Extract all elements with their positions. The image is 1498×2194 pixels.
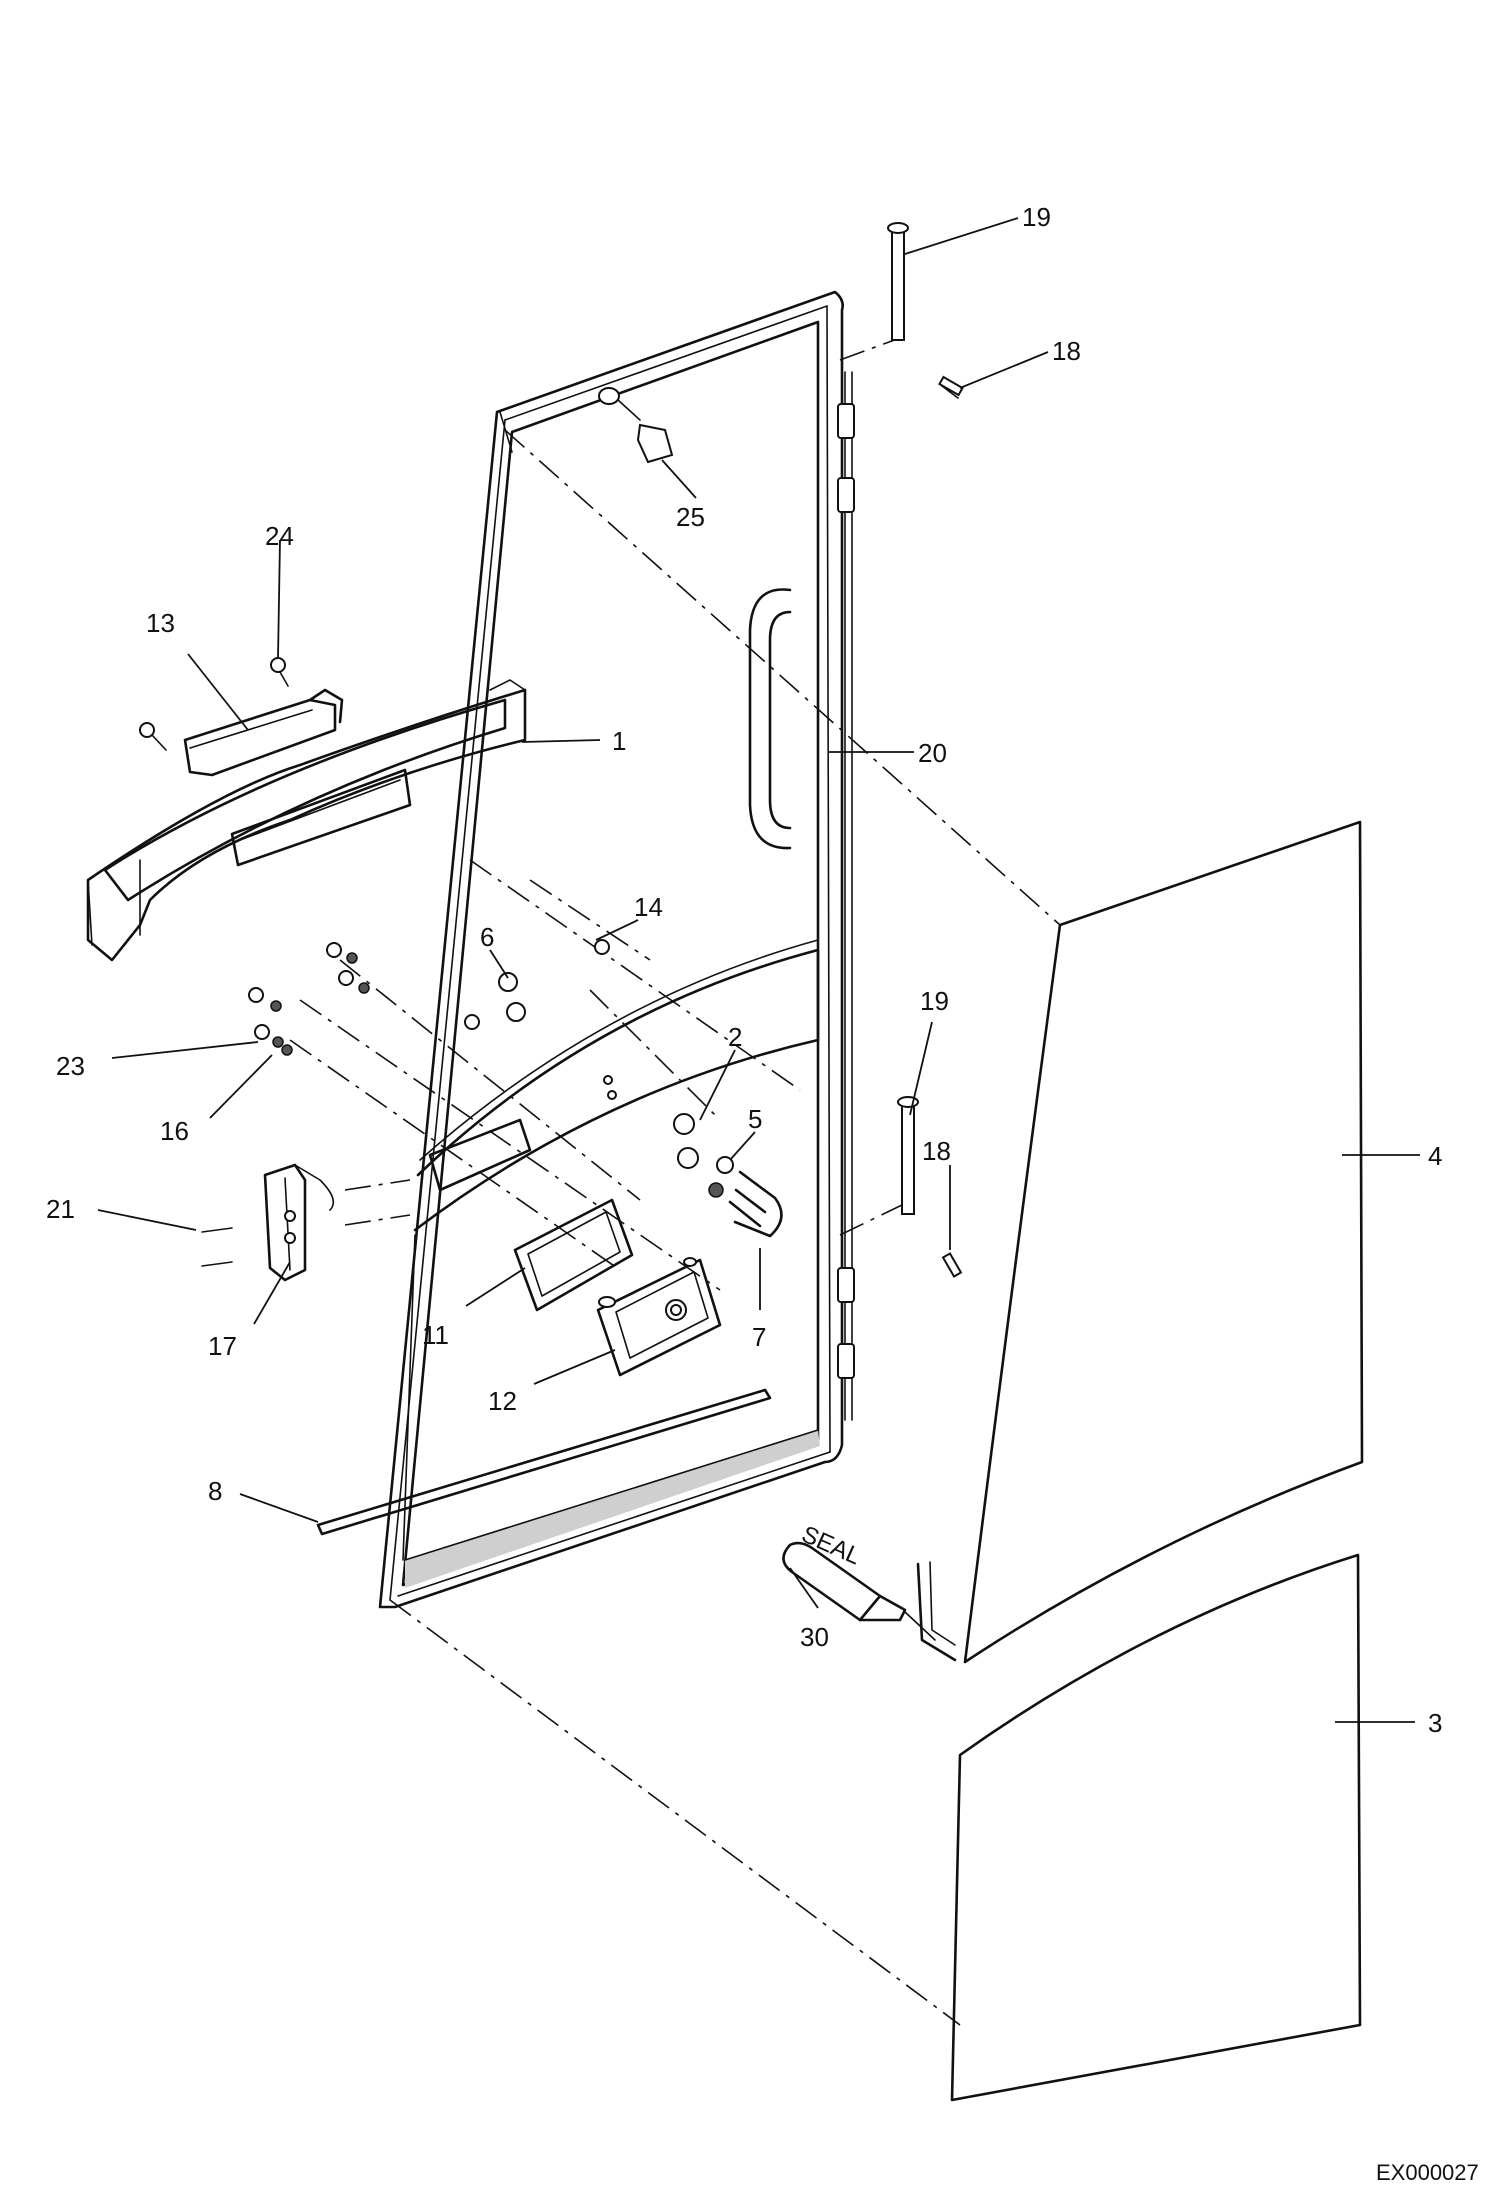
u-bolt — [728, 1170, 783, 1238]
hinge-pin-bottom — [897, 1096, 963, 1278]
callout-20: 20 — [918, 738, 947, 768]
door-buffer — [598, 387, 674, 464]
upper-grip — [183, 688, 344, 777]
upper-handle-bar — [86, 679, 527, 962]
callout-21: 21 — [46, 1194, 75, 1224]
callout-6: 6 — [480, 922, 494, 952]
callout-30: 30 — [800, 1622, 829, 1652]
upper-glass-pane — [963, 820, 1364, 1664]
callout-5: 5 — [748, 1104, 762, 1134]
callout-4: 4 — [1428, 1141, 1442, 1171]
sealant-tube — [782, 1541, 957, 1662]
callout-13: 13 — [146, 608, 175, 638]
seal-strip — [316, 1388, 772, 1536]
callout-3: 3 — [1428, 1708, 1442, 1738]
callout-11: 11 — [422, 1320, 449, 1350]
callout-7: 7 — [752, 1322, 766, 1352]
leader-lines — [97, 217, 1420, 1723]
latch-handle — [596, 1257, 722, 1377]
hinges — [837, 403, 855, 1379]
drawing-reference: EX000027 — [1376, 2160, 1479, 2185]
callout-18-top: 18 — [1052, 336, 1081, 366]
callout-2: 2 — [728, 1022, 742, 1052]
lock-block — [263, 1163, 335, 1282]
inner-handle-recess — [428, 1118, 532, 1192]
assembly-centerlines — [289, 337, 1061, 2026]
hinge-pin-top — [887, 222, 964, 399]
callout-25: 25 — [676, 502, 705, 532]
callout-labels: 19 18 25 24 13 1 20 14 6 19 18 2 5 4 23 … — [46, 202, 1479, 2185]
screws — [139, 657, 734, 1267]
callout-14: 14 — [634, 892, 663, 922]
callout-16: 16 — [160, 1116, 189, 1146]
lower-glass-pane — [950, 1553, 1362, 2102]
latch-frame — [513, 1198, 634, 1312]
door-frame — [378, 290, 853, 1609]
callout-19-bottom: 19 — [920, 986, 949, 1016]
callout-18-bottom: 18 — [922, 1136, 951, 1166]
callout-12: 12 — [488, 1386, 517, 1416]
callout-8: 8 — [208, 1476, 222, 1506]
callout-17: 17 — [208, 1331, 237, 1361]
callout-24: 24 — [265, 521, 294, 551]
callout-1: 1 — [612, 726, 626, 756]
callout-23: 23 — [56, 1051, 85, 1081]
grab-handle — [748, 588, 792, 850]
callout-19-top: 19 — [1022, 202, 1051, 232]
